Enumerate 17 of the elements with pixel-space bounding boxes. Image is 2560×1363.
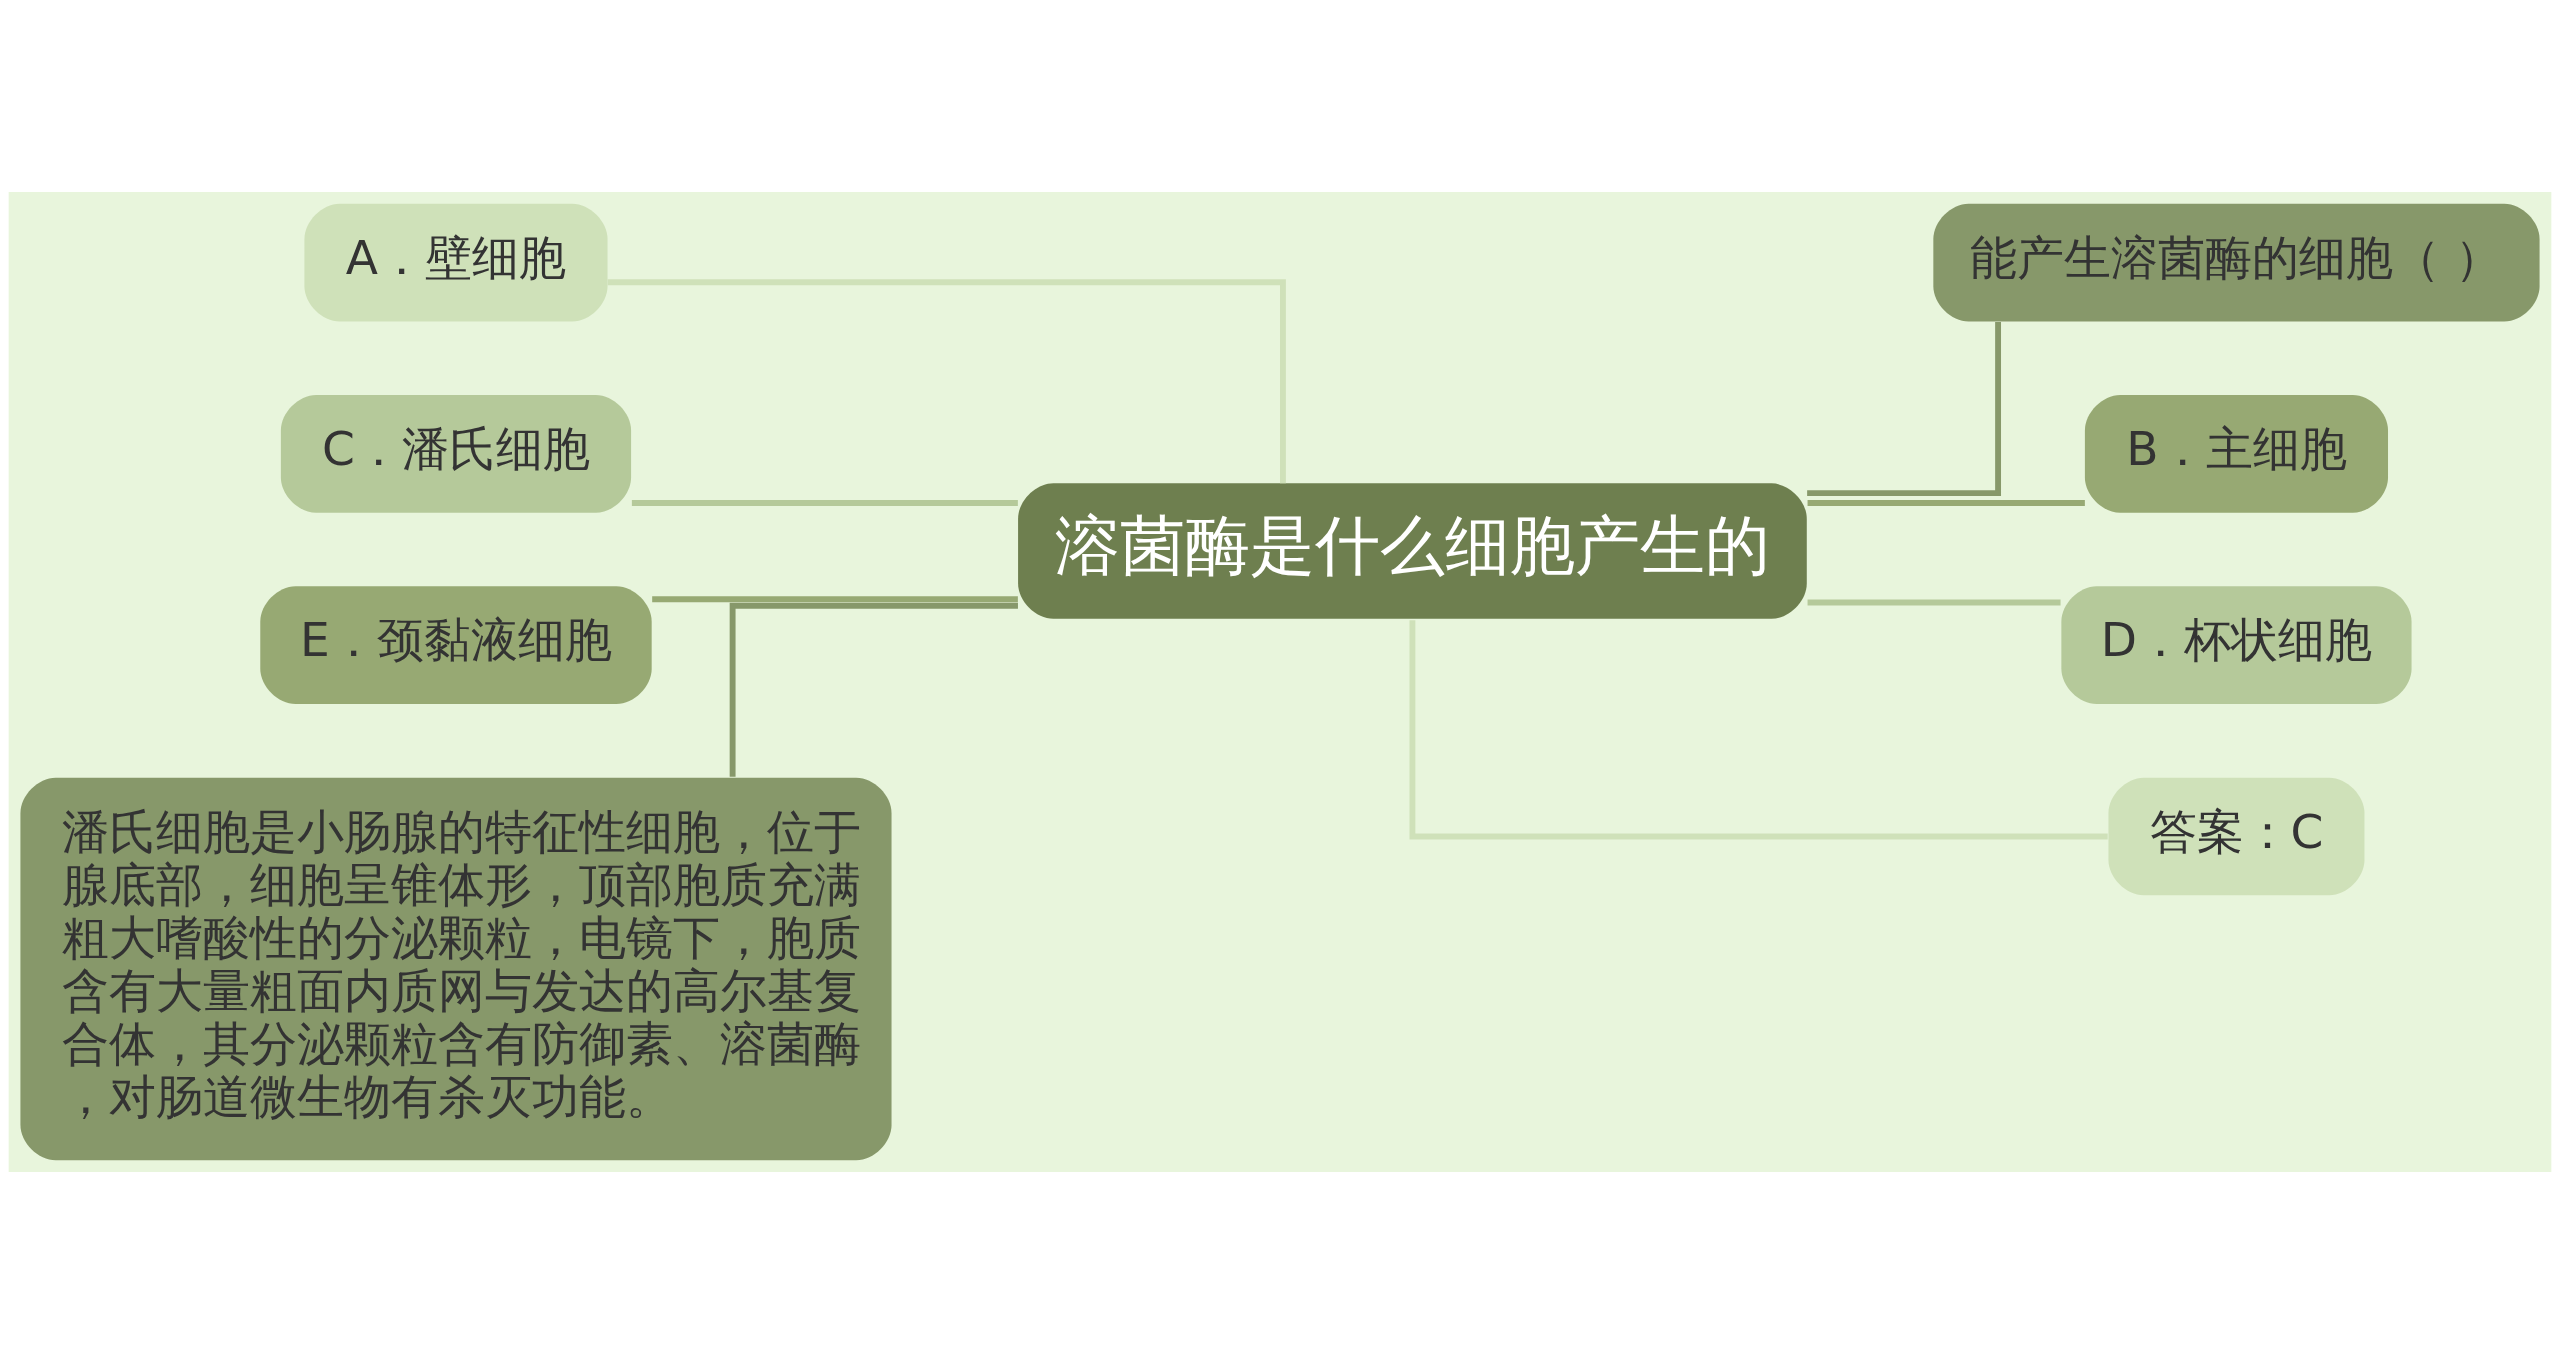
node-box: 潘氏细胞是小肠腺的特征性细胞，位于腺底部，细胞呈锥体形，顶部胞质充满粗大嗜酸性的分泌颗粒，电镜下，胞质含有大量粗面内质网与发达的高尔基复合体，其分泌颗粒含有防御素、溶菌酶，对肠道微生物有杀灭功能。	[20, 777, 892, 1160]
connector	[1807, 499, 2085, 506]
node-box: B．主细胞	[2084, 394, 2388, 513]
connector	[607, 278, 1286, 483]
node-box: C．潘氏细胞	[280, 394, 632, 513]
node-box: 答案：C	[2108, 777, 2365, 895]
connector	[1409, 619, 2108, 839]
connector	[1807, 321, 2002, 496]
node-box: D．杯状细胞	[2061, 585, 2412, 704]
node-box: 溶菌酶是什么细胞产生的	[1018, 482, 1807, 619]
connector	[631, 499, 1018, 506]
connector	[729, 602, 1018, 777]
node-box: 能产生溶菌酶的细胞（ ）	[1933, 203, 2540, 321]
node-box: A．壁细胞	[304, 203, 608, 321]
connector	[652, 595, 1018, 602]
node-box: E．颈黏液细胞	[260, 585, 652, 704]
connector	[1807, 599, 2061, 605]
